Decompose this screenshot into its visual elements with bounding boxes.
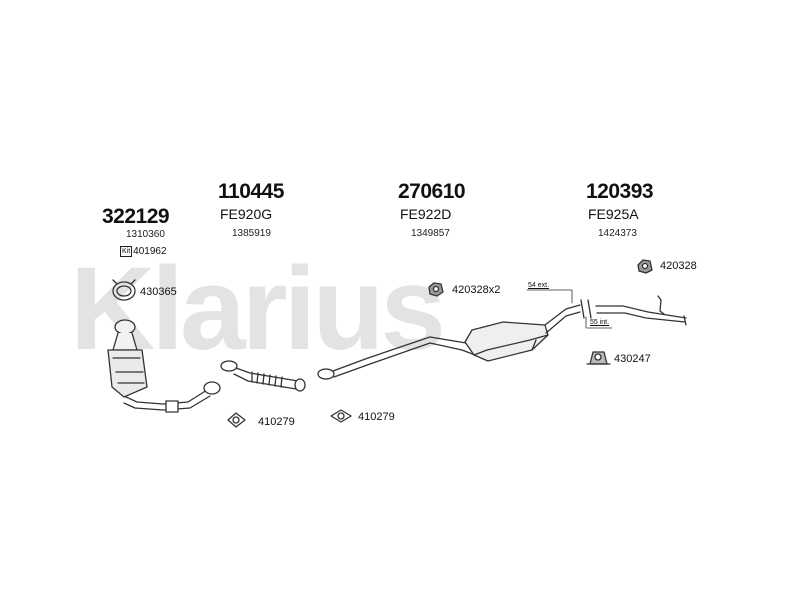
clamp-label: 430365 [140,286,177,298]
gasket-a-label: 410279 [258,416,295,428]
gasket-b-label: 410279 [358,411,395,423]
mount-label: 430247 [614,353,651,365]
mounting-clamp-icon [586,351,611,365]
ref-number: 1349857 [411,228,450,239]
gasket-a-icon [227,412,246,428]
hanger-right-label: 420328 [660,260,697,272]
part-number-120393: 120393 [586,180,654,203]
note-int: 55 int. [590,319,610,326]
kit-tag: Kit [120,246,133,257]
catalytic-converter-part [107,319,221,413]
ref-number: 1385919 [232,228,271,239]
kit-reference: Kit 401962 [120,246,167,257]
assembly-code: FE922D [400,206,452,222]
ref-number: 1310360 [126,229,165,240]
hanger-mid-label: 420328x2 [452,284,501,296]
rear-silencer-part [464,295,687,362]
note-ext: 54 ext. [528,282,550,289]
rubber-hanger-mid-icon [428,282,444,297]
part-number-270610: 270610 [398,180,466,203]
rubber-hanger-right-icon [637,259,653,274]
assembly-code: FE920G [220,206,273,222]
kit-ref-number: 401962 [133,246,167,257]
part-number-322129: 322129 [102,205,170,228]
clamp-ring-icon [112,279,136,301]
assembly-code: FE925A [588,206,639,222]
ref-number: 1424373 [598,228,637,239]
gasket-b-icon [330,409,352,423]
middle-pipe-part [317,336,479,380]
flexible-front-pipe-part [220,360,306,392]
part-number-110445: 110445 [218,180,284,203]
